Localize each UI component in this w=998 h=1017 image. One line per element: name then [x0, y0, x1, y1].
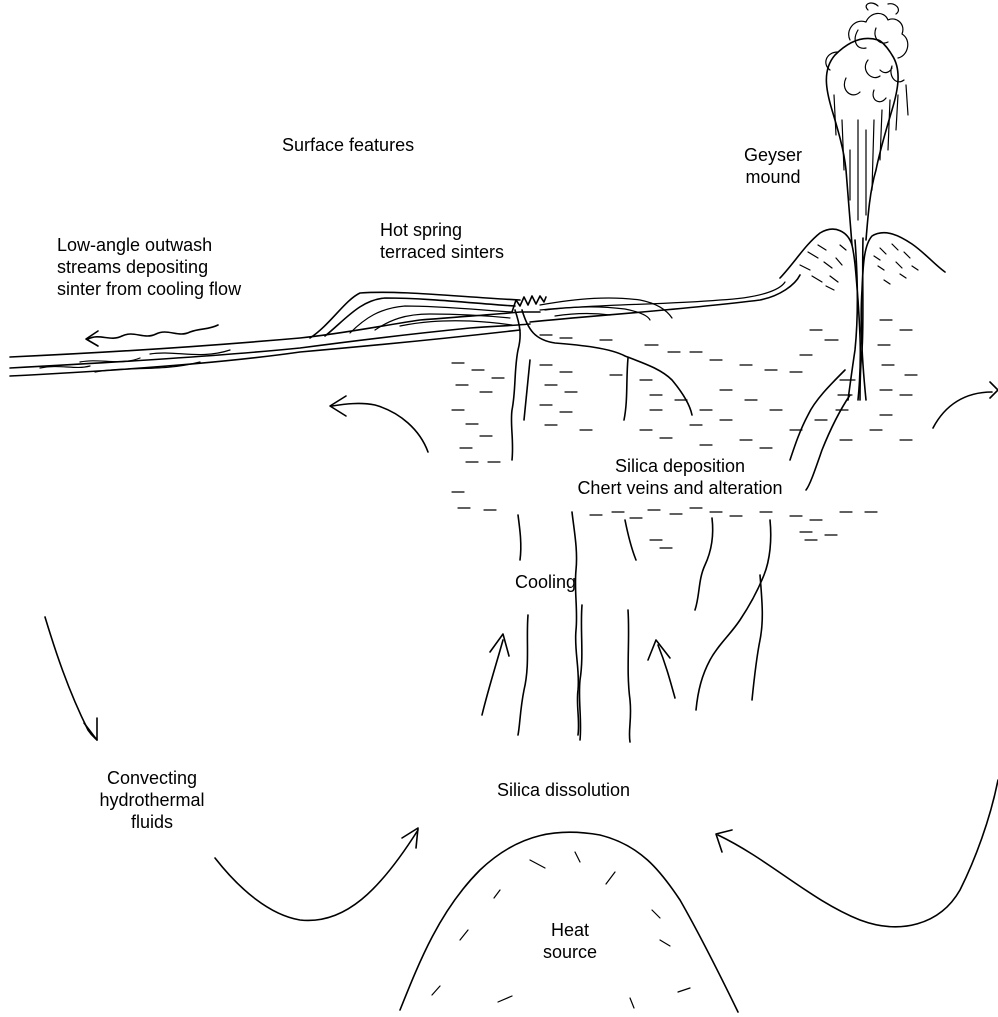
label-convecting-line-2: hydrothermal — [82, 789, 222, 811]
label-geyser-mound-line-2: mound — [732, 166, 814, 188]
label-cooling: Cooling — [515, 571, 576, 593]
outwash-stream-arrow — [86, 325, 218, 346]
label-hot-spring: Hot spring terraced sinters — [380, 219, 504, 263]
label-outwash-line-3: sinter from cooling flow — [57, 278, 241, 300]
label-outwash-line-2: streams depositing — [57, 256, 241, 278]
label-geyser-mound: Geyser mound — [732, 144, 814, 188]
label-outwash-line-1: Low-angle outwash — [57, 234, 241, 256]
label-silica-dissolution: Silica dissolution — [497, 779, 630, 801]
label-convecting-fluids: Convecting hydrothermal fluids — [82, 767, 222, 833]
label-heat-source-line-1: Heat — [520, 919, 620, 941]
alteration-dashes — [452, 320, 917, 548]
label-outwash: Low-angle outwash streams depositing sin… — [57, 234, 241, 300]
label-convecting-line-3: fluids — [82, 811, 222, 833]
label-silica-deposition: Silica deposition Chert veins and altera… — [520, 455, 840, 499]
geyser-plume — [826, 3, 908, 245]
label-silica-deposition-line-1: Silica deposition — [520, 455, 840, 477]
cooling-channels — [518, 512, 771, 742]
label-silica-deposition-line-2: Chert veins and alteration — [520, 477, 840, 499]
label-heat-source: Heat source — [520, 919, 620, 963]
label-hot-spring-line-1: Hot spring — [380, 219, 504, 241]
label-hot-spring-line-2: terraced sinters — [380, 241, 504, 263]
label-surface-features: Surface features — [282, 134, 414, 156]
label-geyser-mound-line-1: Geyser — [732, 144, 814, 166]
label-convecting-line-1: Convecting — [82, 767, 222, 789]
label-heat-source-line-2: source — [520, 941, 620, 963]
